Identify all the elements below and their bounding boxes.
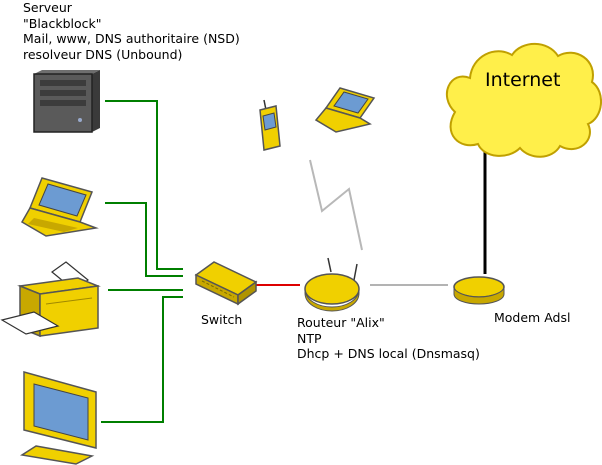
monitor-icon — [19, 371, 97, 465]
server-icon — [33, 70, 100, 133]
switch-icon — [194, 261, 258, 306]
phone-icon — [259, 99, 281, 151]
router-label-line: Routeur "Alix" — [297, 315, 385, 330]
internet-label: Internet — [485, 69, 561, 91]
router-label: Routeur "Alix" NTP Dhcp + DNS local (Dns… — [297, 315, 480, 362]
internet-cloud — [445, 42, 602, 158]
laptop-icon — [20, 177, 99, 237]
modem-icon — [453, 276, 505, 305]
monitor-link — [101, 296, 183, 423]
server-label-line: resolveur DNS (Unbound) — [23, 46, 183, 62]
router-label-line: Dhcp + DNS local (Dnsmasq) — [297, 346, 480, 361]
router-label-line: NTP — [297, 330, 322, 346]
printer-icon — [0, 261, 101, 338]
server-link — [105, 100, 183, 270]
server-label: Serveur "Blackblock" Mail, www, DNS auth… — [23, 0, 240, 62]
switch-label: Switch — [201, 312, 243, 327]
wireless-laptop-icon — [314, 87, 376, 133]
server-label-line: Serveur — [23, 0, 72, 15]
server-label-line: "Blackblock" — [23, 15, 102, 31]
lan-links — [101, 100, 183, 423]
router-icon — [304, 257, 360, 312]
wifi-link — [309, 159, 363, 251]
modem-label: Modem Adsl — [494, 310, 571, 325]
server-label-line: Mail, www, DNS authoritaire (NSD) — [23, 31, 240, 46]
laptop-link — [105, 202, 183, 277]
